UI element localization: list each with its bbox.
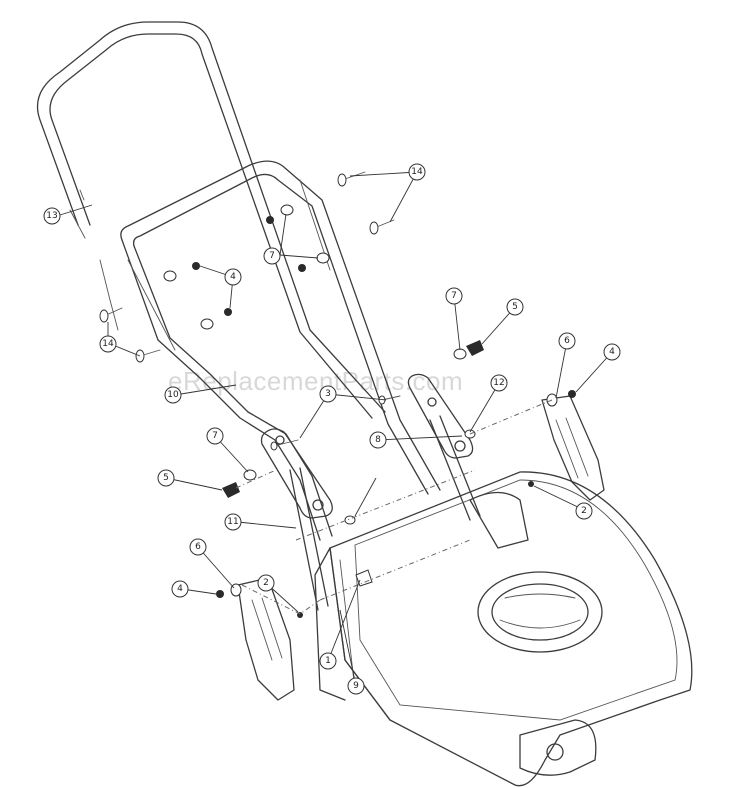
- svg-text:14: 14: [102, 339, 114, 349]
- callout-14-lower: 14: [99, 335, 117, 353]
- svg-text:2: 2: [263, 578, 269, 588]
- svg-text:1: 1: [325, 656, 331, 666]
- callout-7-left: 7: [206, 427, 224, 445]
- left-height-adjuster: [230, 577, 295, 701]
- callout-3: 3: [319, 385, 337, 403]
- callout-6-right: 6: [558, 332, 576, 350]
- left-handle-bracket: [260, 428, 333, 611]
- right-handle-bracket: [407, 373, 481, 521]
- svg-text:7: 7: [451, 291, 457, 301]
- svg-text:14: 14: [411, 167, 423, 177]
- right-height-adjuster: [541, 393, 605, 501]
- svg-text:4: 4: [609, 347, 615, 357]
- callout-1: 1: [319, 652, 337, 670]
- callout-7-upper: 7: [263, 247, 281, 265]
- svg-text:13: 13: [46, 211, 57, 221]
- svg-text:5: 5: [163, 473, 169, 483]
- callout-9: 9: [347, 677, 365, 695]
- callout-5-right: 5: [506, 298, 524, 316]
- mower-deck: [314, 471, 693, 787]
- callout-14-upper: 14: [408, 163, 426, 181]
- svg-text:7: 7: [212, 431, 218, 441]
- callout-12: 12: [490, 374, 508, 392]
- callout-8: 8: [369, 431, 387, 449]
- watermark-text: eReplacementParts.com: [168, 366, 463, 396]
- callout-4-left: 4: [171, 580, 189, 598]
- leader-lines: [59, 171, 613, 687]
- callout-2-right: 2: [575, 502, 593, 520]
- svg-text:10: 10: [167, 390, 179, 400]
- callout-4-upper: 4: [224, 268, 242, 286]
- svg-text:4: 4: [230, 272, 236, 282]
- svg-text:9: 9: [353, 681, 359, 691]
- callout-7-right: 7: [445, 287, 463, 305]
- hardware-parts: [99, 171, 576, 618]
- svg-text:7: 7: [269, 251, 275, 261]
- svg-text:6: 6: [564, 336, 570, 346]
- svg-text:12: 12: [493, 378, 504, 388]
- callout-13: 13: [43, 207, 61, 225]
- svg-text:4: 4: [177, 584, 183, 594]
- svg-text:6: 6: [195, 542, 201, 552]
- callout-6-left: 6: [189, 538, 207, 556]
- callout-10: 10: [164, 386, 182, 404]
- callout-4-right: 4: [603, 343, 621, 361]
- callout-2-left: 2: [257, 574, 275, 592]
- svg-text:8: 8: [375, 435, 381, 445]
- callout-11: 11: [224, 513, 242, 531]
- svg-text:3: 3: [325, 389, 331, 399]
- upper-handle: [36, 21, 386, 419]
- svg-text:5: 5: [512, 302, 518, 312]
- callout-5-left: 5: [157, 469, 175, 487]
- assembly-center-lines: [235, 399, 553, 615]
- lower-handle: [120, 160, 441, 541]
- svg-text:11: 11: [227, 517, 238, 527]
- svg-text:2: 2: [581, 506, 587, 516]
